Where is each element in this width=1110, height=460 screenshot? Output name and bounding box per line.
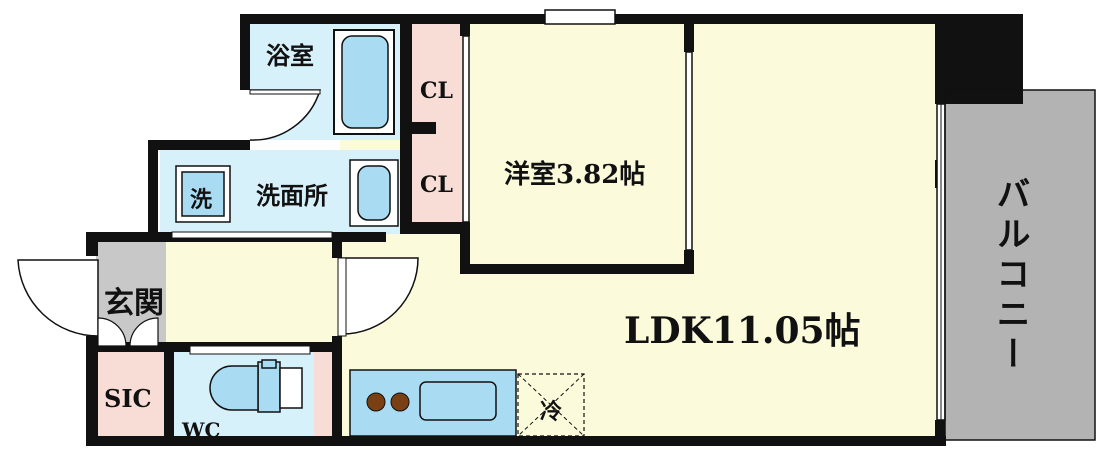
closet-upper-label: CL	[420, 78, 453, 104]
ldk-label: LDK11.05帖	[624, 310, 861, 352]
top-window	[544, 9, 616, 25]
sic-floor	[96, 352, 166, 438]
kitchen-sink	[419, 381, 497, 421]
western-room-label: 洋室3.82帖	[504, 160, 646, 190]
bath-label: 浴室	[266, 41, 314, 70]
fridge-label: 冷	[540, 399, 563, 425]
balcony-floor	[945, 90, 1095, 440]
closet-lower-label: CL	[420, 172, 453, 198]
burner-left	[366, 392, 386, 412]
hall-floor	[166, 240, 342, 342]
entrance-label: 玄関	[104, 286, 164, 321]
burner-right	[390, 392, 410, 412]
sic-label: SIC	[104, 384, 152, 413]
toilet	[209, 359, 303, 413]
washroom-label: 洗面所	[256, 181, 328, 210]
balcony-label: バルコニー	[990, 176, 1030, 376]
fridge-space	[517, 373, 585, 437]
wc-label: WC	[182, 418, 221, 442]
washer-label: 洗	[190, 187, 213, 213]
western-room-floor	[470, 22, 692, 270]
